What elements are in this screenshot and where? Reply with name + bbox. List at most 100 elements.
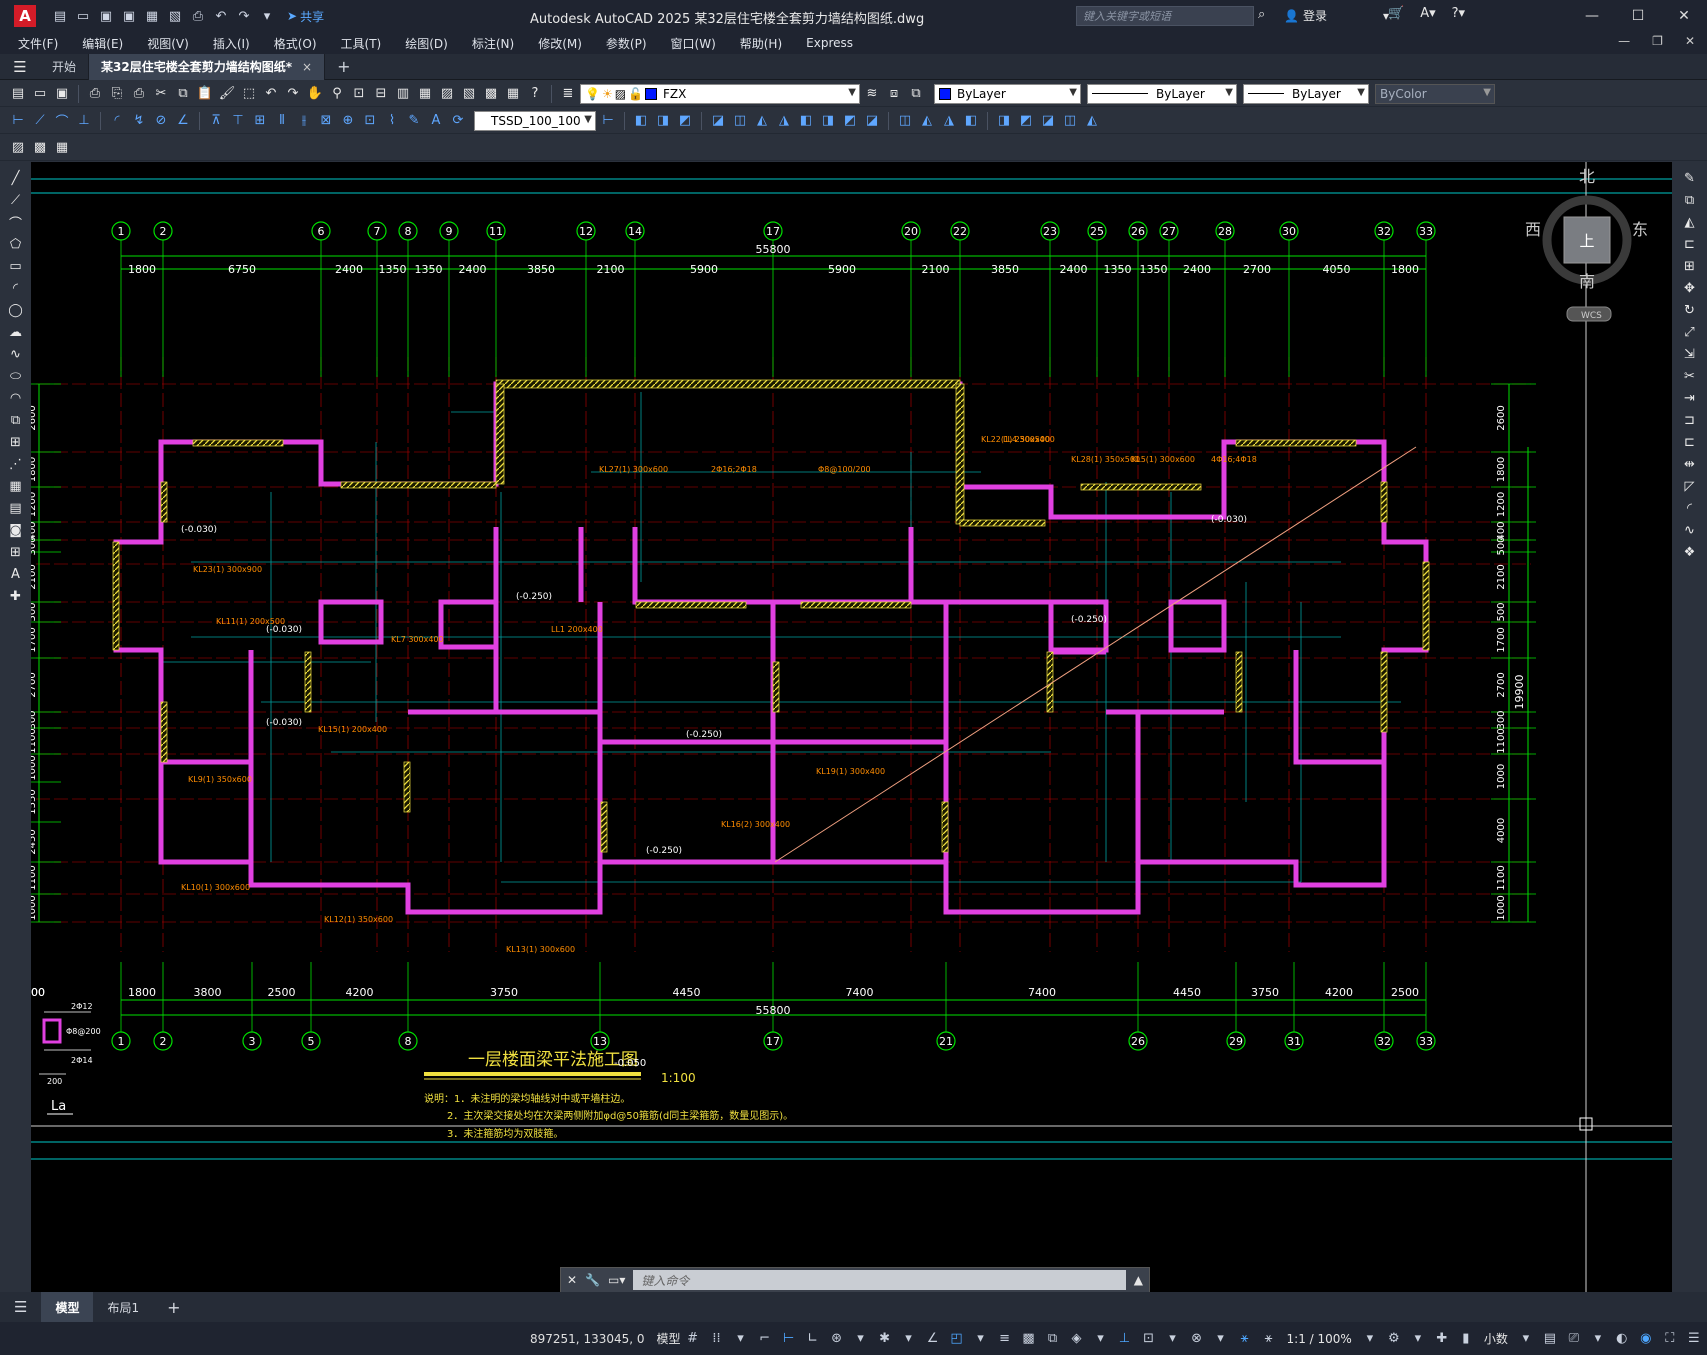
chevron-down-icon[interactable]: ▾ [1414,1331,1422,1346]
dim-text-edit-icon[interactable]: A [431,113,441,128]
copy-icon[interactable]: ⧉ [178,86,188,101]
dim-edit-icon[interactable]: ✎ [408,113,420,128]
insert-block-icon[interactable]: ⧉ [10,412,21,428]
layout-menu-icon[interactable]: ☰ [14,1298,28,1316]
add-selected-icon[interactable]: ✚ [10,588,21,604]
viewcube-north[interactable]: 北 [1579,167,1595,186]
slice-icon[interactable]: ◪ [865,113,879,128]
doc-minimize-button[interactable]: — [1618,34,1631,48]
box-icon[interactable]: ◧ [634,113,648,128]
block-editor-icon[interactable]: ⬚ [242,86,256,101]
jogged-dim-icon[interactable]: ↯ [133,113,145,128]
plotstyle-dropdown[interactable]: ByColor ▼ [1375,83,1495,104]
customize-cmd-icon[interactable]: 🔧 [585,1273,601,1287]
intersect-icon[interactable]: ◩ [843,113,857,128]
offset-icon[interactable]: ⊏ [1684,236,1695,252]
shell-icon[interactable]: ◫ [898,113,912,128]
share-button[interactable]: ➤共享 [287,9,325,24]
new-icon[interactable]: ▤ [11,86,25,101]
tab-start[interactable]: 开始 [40,53,90,80]
doc-restore-button[interactable]: ❐ [1652,34,1663,48]
clean-icon[interactable]: ◧ [964,113,978,128]
ortho-icon[interactable]: ∟ [807,1331,818,1346]
customize-dropdown-icon[interactable]: ▾ [263,8,271,24]
chevron-down-icon[interactable]: ▾ [1366,1331,1374,1346]
zoom-realtime-icon[interactable]: ⚲ [332,86,342,101]
help-icon[interactable]: ?▾ [1451,6,1466,21]
sheet-set-icon[interactable]: ▧ [462,86,476,101]
trim-icon[interactable]: ✂ [1684,368,1695,384]
circle-icon[interactable]: ◯ [8,302,23,318]
revolve-icon[interactable]: ◫ [733,113,747,128]
lineweight-icon[interactable]: ≡ [999,1331,1010,1346]
menu-express[interactable]: Express [806,36,853,50]
thicken-icon[interactable]: ◩ [1019,113,1033,128]
annotation-visibility-icon[interactable]: ⚹ [1240,1331,1249,1346]
chevron-down-icon[interactable]: ▾ [977,1331,984,1346]
linear-dim-icon[interactable]: ⊢ [12,113,24,128]
3d-osnap-icon[interactable]: ◈ [1071,1331,1082,1346]
pan-icon[interactable]: ✋ [306,86,324,101]
selection-filter-icon[interactable]: ⊡ [1143,1331,1154,1346]
menu-view[interactable]: 视图(V) [147,36,189,51]
workspace-gear-icon[interactable]: ⚙ [1388,1331,1400,1346]
sheet-icon[interactable]: ▨ [11,140,25,155]
save-icon[interactable]: ▣ [55,86,69,101]
markup-icon[interactable]: ▩ [484,86,498,101]
snap-icon[interactable]: ⁞⁞ [712,1331,721,1346]
mtext-icon[interactable]: A [11,566,20,582]
revcloud-icon[interactable]: ☁ [9,324,22,340]
layer-previous-icon[interactable]: ⧈ [889,86,899,101]
menu-window[interactable]: 窗口(W) [670,36,716,51]
dynamic-ucs-icon[interactable]: ⊥ [1118,1331,1131,1346]
point-icon[interactable]: ⋰ [9,456,22,472]
diameter-dim-icon[interactable]: ⊘ [155,113,167,128]
customize-status-icon[interactable]: ☰ [1688,1331,1700,1346]
plot-icon[interactable]: ⎙ [192,8,204,24]
line-icon[interactable]: ╱ [11,170,20,186]
match-properties-icon[interactable]: 🖌 [218,86,236,101]
tolerance-icon[interactable]: ⊠ [320,113,332,128]
menu-tools[interactable]: 工具(T) [340,36,382,51]
zoom-previous-icon[interactable]: ⊟ [375,86,387,101]
help-icon[interactable]: ? [531,86,539,101]
stretch-icon[interactable]: ⇲ [1684,346,1695,362]
viewcube-south[interactable]: 南 [1579,272,1595,291]
gradient-icon[interactable]: ▤ [9,500,22,516]
make-block-icon[interactable]: ⊞ [10,434,21,450]
infer-icon[interactable]: ⌐ [759,1331,770,1346]
construction-line-icon[interactable]: ⟋ [10,192,21,208]
search-input[interactable]: 键入关键字或短语 [1076,6,1254,26]
design-center-icon[interactable]: ▦ [418,86,432,101]
new-file-icon[interactable]: ▤ [53,8,67,24]
extrude-icon[interactable]: ◪ [711,113,725,128]
sweep-icon[interactable]: ◭ [757,113,767,128]
angular-dim-icon[interactable]: ∠ [177,113,189,128]
inspect-icon[interactable]: ⊡ [364,113,376,128]
arc-length-icon[interactable]: ⌒ [55,115,69,130]
loft-icon[interactable]: ◮ [779,113,789,128]
add-layout-button[interactable]: + [167,1297,181,1317]
chevron-down-icon[interactable]: ▾ [1169,1331,1176,1346]
sheet-icon[interactable]: ▦ [145,8,159,24]
tab-model[interactable]: 模型 [41,1292,94,1322]
autodesk-app-icon[interactable]: A▾ [1420,6,1436,21]
polyline-icon[interactable]: ⌒ [8,216,22,232]
make-current-icon[interactable]: ≋ [866,86,878,101]
viewcube-east[interactable]: 东 [1632,220,1648,239]
undo-icon[interactable]: ↶ [265,86,277,101]
save-as-icon[interactable]: ▣ [122,8,136,24]
aligned-dim-icon[interactable]: ⟋ [35,113,45,128]
hamburger-menu-icon[interactable]: ☰ [13,57,27,76]
quick-properties-icon[interactable]: ▤ [1543,1331,1556,1346]
new-tab-button[interactable]: + [337,57,351,76]
chamfer-icon[interactable]: ◸ [1684,478,1695,494]
imprint-icon[interactable]: ◮ [944,113,954,128]
menu-format[interactable]: 格式(O) [273,36,317,51]
save-icon[interactable]: ▣ [99,8,113,24]
section-icon[interactable]: ◫ [1063,113,1077,128]
quick-dim-icon[interactable]: ⊼ [211,113,221,128]
table-icon[interactable]: ⊞ [10,544,21,560]
region-icon[interactable]: ◙ [9,522,22,538]
publish-icon[interactable]: ▧ [168,8,182,24]
